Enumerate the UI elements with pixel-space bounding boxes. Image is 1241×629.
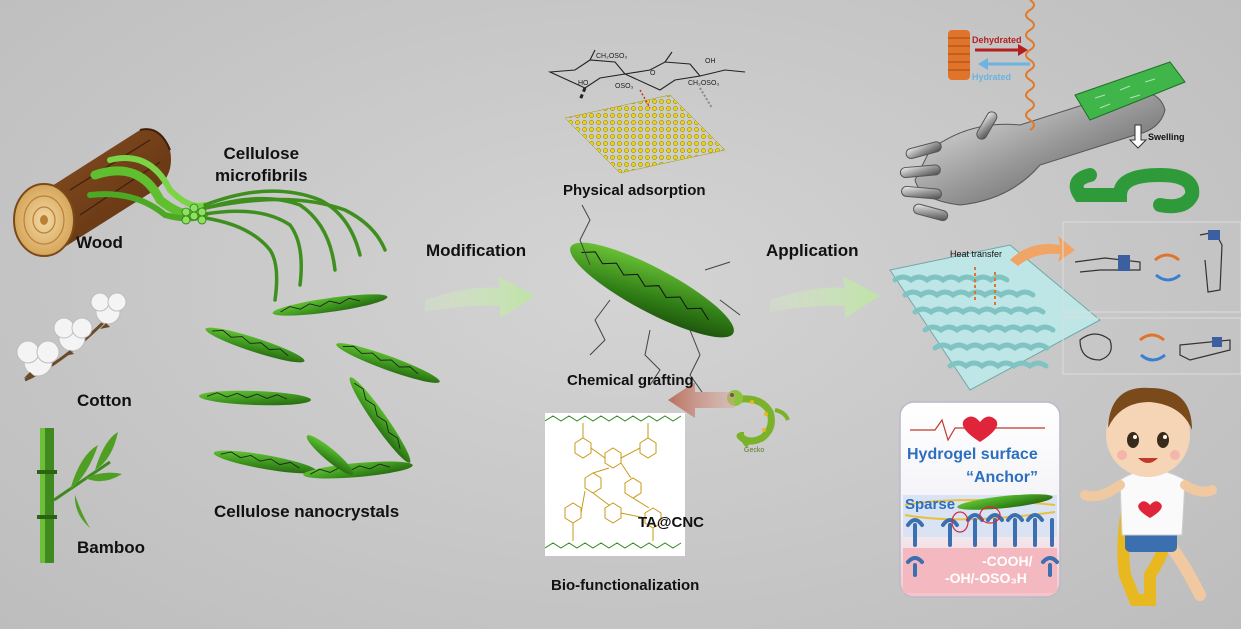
modification-label: Modification <box>426 241 527 260</box>
ch2oso3-left-label: CH₂OSO₃ <box>596 53 628 60</box>
microfibril-crosssection <box>181 203 207 225</box>
nanocrystals-label: Cellulose nanocrystals <box>214 502 400 521</box>
cooh-label-line2: -OH/-OSO₃H <box>945 570 1027 586</box>
physical-adsorption-label: Physical adsorption <box>563 182 706 199</box>
bio-functionalization-label: Bio-functionalization <box>551 577 700 594</box>
hydrated-label: Hydrated <box>972 72 1012 82</box>
application-arrow <box>770 276 880 318</box>
ch2oso3-right-label: CH₂OSO₃ <box>688 80 720 87</box>
sulfated-cellulose-molecule <box>547 49 746 109</box>
hydrogel-card <box>899 401 1061 598</box>
swelling-arrow <box>1128 124 1148 149</box>
gesture-panel-bottom <box>1062 317 1241 375</box>
cotton-icon <box>16 292 127 382</box>
hydrogel-surface-label: Hydrogel surface <box>907 446 1038 463</box>
spring-icon <box>1025 0 1035 131</box>
modification-arrow <box>425 276 535 318</box>
heart-icon <box>962 416 998 442</box>
cooh-label-line1: -COOH/ <box>982 553 1033 569</box>
knitted-fabric <box>889 236 1101 391</box>
cotton-label: Cotton <box>77 391 132 410</box>
bamboo-label: Bamboo <box>77 538 145 557</box>
ta-cnc-label: TA@CNC <box>638 514 705 531</box>
dehydrated-arrow <box>975 44 1028 56</box>
chemical-grafting-label: Chemical grafting <box>567 372 694 389</box>
bio-arrow <box>668 382 735 418</box>
sparse-label: Sparse <box>905 496 956 513</box>
hydrated-arrow <box>978 58 1030 70</box>
ho-label: HO <box>578 80 589 87</box>
application-label: Application <box>766 241 859 260</box>
microfibrils-label: Cellulose microfibrils <box>215 143 308 187</box>
dehydrated-label: Dehydrated <box>972 35 1022 45</box>
boy-icon <box>1080 387 1217 606</box>
heat-transfer-label: Heat transfer <box>950 249 1003 259</box>
robot-arm-icon <box>899 61 1186 222</box>
swelling-label: Swelling <box>1148 132 1185 142</box>
microfibrils-label-line1: Cellulose <box>223 144 300 163</box>
gesture-icons <box>1074 230 1231 362</box>
swollen-actuator <box>1069 167 1200 214</box>
microfibrils-label-line2: microfibrils <box>215 166 308 185</box>
gecko-label: Gecko <box>744 447 765 454</box>
gecko-icon <box>727 390 790 448</box>
gesture-panel-top <box>1062 221 1241 313</box>
wood-label: Wood <box>76 233 123 252</box>
oh-label: OH <box>705 58 716 65</box>
ta-cnc-panel <box>545 413 685 556</box>
coil-icon <box>948 30 970 80</box>
grafted-nanocrystal <box>570 204 741 393</box>
oso3-label: OSO₃ <box>615 83 634 90</box>
bamboo-icon <box>37 428 122 563</box>
o-label: O <box>650 70 656 77</box>
nanocrystal-group <box>199 294 440 479</box>
anchor-label: “Anchor” <box>966 469 1038 486</box>
adsorption-surface <box>564 94 726 174</box>
tannic-acid-network <box>545 415 682 549</box>
